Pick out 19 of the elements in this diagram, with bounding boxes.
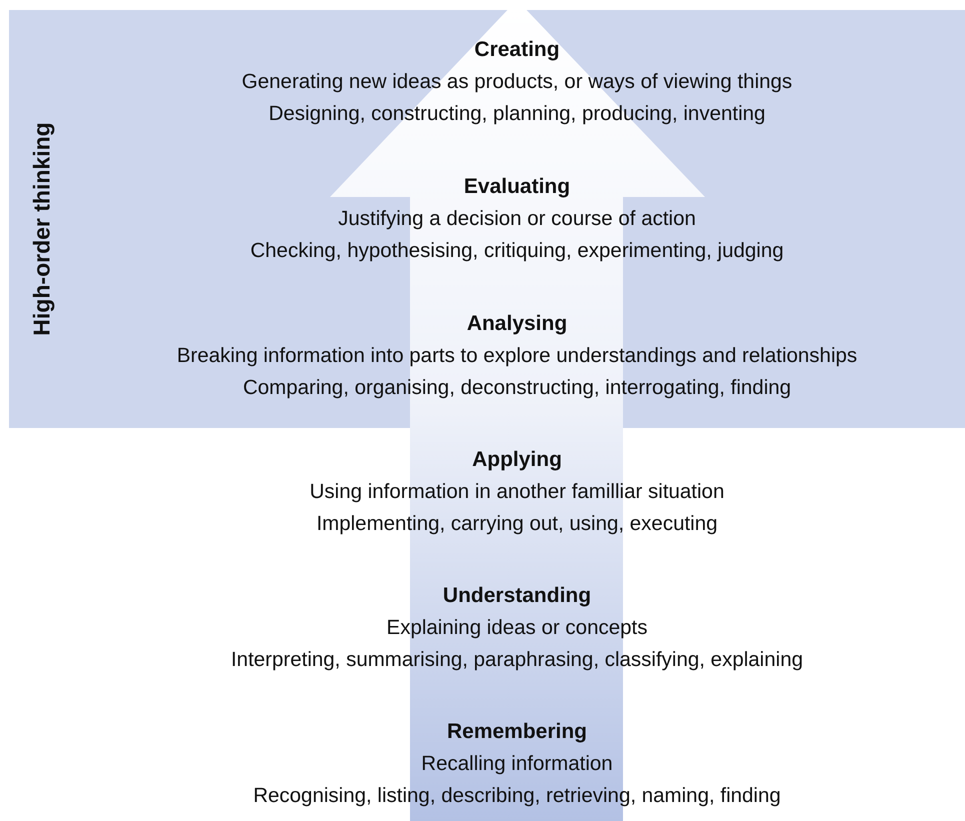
level-examples: Designing, constructing, planning, producing, inventing bbox=[268, 101, 766, 127]
level-heading: Remembering bbox=[446, 719, 588, 745]
level-description: Explaining ideas or concepts bbox=[386, 615, 648, 641]
level-heading: Evaluating bbox=[464, 174, 570, 200]
level-description: Recalling information bbox=[421, 751, 613, 777]
level-examples: Interpreting, summarising, paraphrasing, classifying, explaining bbox=[230, 647, 803, 673]
level-examples: Checking, hypothesising, critiquing, experimenting, judging bbox=[250, 238, 784, 264]
level-examples: Comparing, organising, deconstructing, interrogating, finding bbox=[242, 375, 792, 401]
level-examples: Recognising, listing, describing, retrieving, naming, finding bbox=[253, 783, 781, 809]
level-description: Generating new ideas as products, or ways of viewing things bbox=[242, 69, 792, 95]
level-heading: Understanding bbox=[442, 583, 592, 609]
level-heading: Analysing bbox=[466, 311, 568, 337]
level-heading: Applying bbox=[472, 447, 562, 473]
level-description: Using information in another familliar situation bbox=[310, 479, 724, 505]
level-examples: Implementing, carrying out, using, executing bbox=[316, 511, 718, 537]
level-heading: Creating bbox=[474, 37, 560, 63]
level-description: Justifying a decision or course of action bbox=[338, 206, 696, 232]
level-description: Breaking information into parts to explore understandings and relationships bbox=[176, 343, 858, 369]
band-label: High-order thinking bbox=[28, 122, 56, 336]
